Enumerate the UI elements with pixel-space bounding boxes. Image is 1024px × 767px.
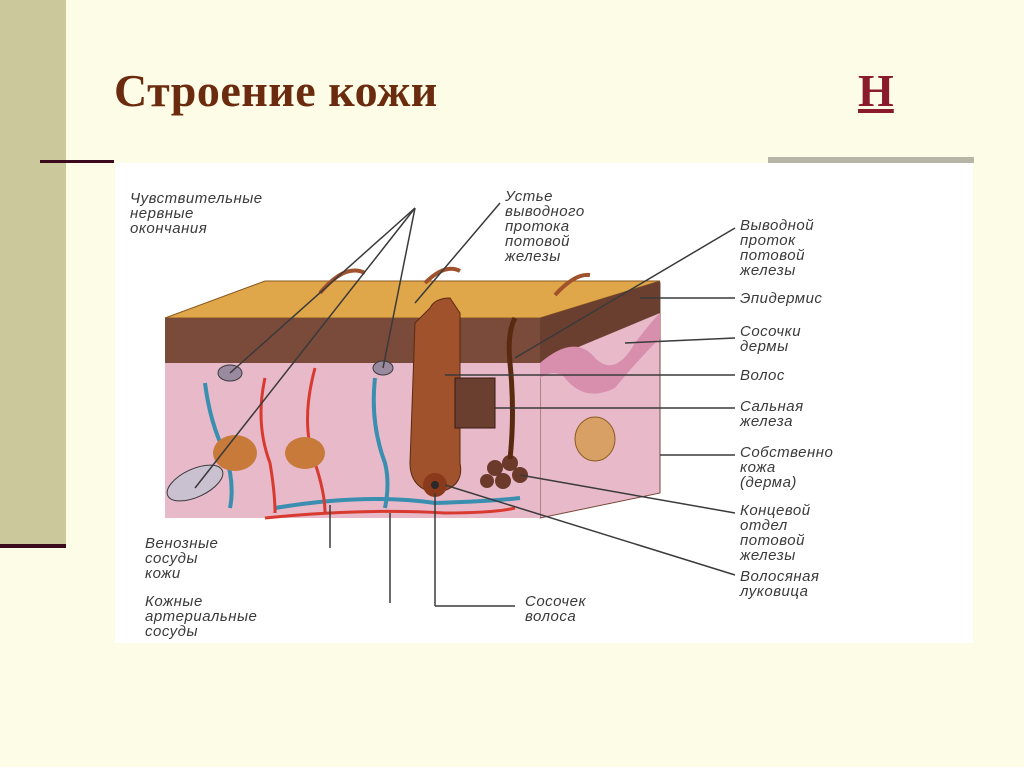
label-sweat-end-3: потовой [740, 532, 805, 549]
label-hair-bulb-2: луковица [739, 583, 808, 600]
label-papillae-2: дермы [740, 338, 789, 355]
fat-lobule-2 [285, 437, 325, 469]
sweat-duct [506, 316, 518, 460]
label-sebaceous-1: Сальная [740, 398, 804, 415]
arterial-vessel-base [264, 506, 516, 520]
label-excretory-duct-2: проток [740, 232, 796, 249]
surface-hair-3 [553, 272, 591, 297]
label-arterial-2: артериальные [145, 608, 257, 625]
leader-lines [194, 202, 736, 607]
label-nerve-endings-3: окончания [130, 220, 207, 237]
nerve-ending-capsule [166, 464, 224, 502]
venous-vessel-base [274, 496, 521, 510]
label-epidermis: Эпидермис [740, 290, 822, 307]
dermis-gland-side [574, 416, 616, 462]
skin-diagram-svg: Чувствительные нервные окончания Венозны… [130, 188, 833, 640]
hair-shaft [409, 297, 462, 494]
label-sebaceous-2: железа [739, 413, 793, 430]
label-dermis-3: (дерма) [740, 474, 797, 491]
label-excretory-duct-3: потовой [740, 247, 805, 264]
label-arterial-1: Кожные [145, 593, 203, 610]
skin-structure-diagram: Чувствительные нервные окончания Венозны… [115, 163, 973, 643]
label-duct-mouth-4: потовой [505, 233, 570, 250]
epidermis-side [540, 281, 660, 363]
label-sweat-end-4: железы [739, 547, 796, 564]
label-hair: Волос [740, 367, 785, 384]
label-dermis-1: Собственно [740, 444, 833, 461]
label-sweat-end-2: отдел [740, 517, 788, 534]
label-venous-3: кожи [145, 565, 181, 582]
title-rule-right [768, 157, 974, 163]
label-papillae-1: Сосочки [740, 323, 801, 340]
label-duct-mouth-3: протока [505, 218, 570, 235]
label-dermis-2: кожа [740, 459, 776, 476]
label-sweat-end-1: Концевой [740, 502, 811, 519]
labels-left: Чувствительные нервные окончания Венозны… [130, 190, 263, 640]
label-duct-mouth-5: железы [504, 248, 561, 265]
label-nerve-endings-1: Чувствительные [130, 190, 263, 207]
slide-title: Строение кожи [114, 65, 438, 116]
label-duct-mouth-1: Устье [504, 188, 553, 205]
slide-nav-link[interactable]: Н [858, 65, 894, 116]
labels-top: Устье выводного протока потовой железы [504, 188, 585, 265]
label-duct-mouth-2: выводного [505, 203, 585, 220]
label-excretory-duct-1: Выводной [740, 217, 814, 234]
label-nerve-endings-2: нервные [130, 205, 194, 222]
hair-papilla [431, 481, 439, 489]
labels-right: Выводной проток потовой железы Эпидермис… [525, 217, 833, 625]
left-accent-rule [0, 544, 66, 548]
label-hair-bulb-1: Волосяная [740, 568, 819, 585]
sebaceous-gland [454, 377, 496, 429]
epidermis-front [165, 318, 540, 363]
dermal-papillae [540, 313, 660, 394]
label-hair-papilla-1: Сосочек [525, 593, 586, 610]
title-rule-left [40, 160, 114, 163]
left-accent-band [0, 0, 66, 548]
label-venous-2: сосуды [145, 550, 198, 567]
label-hair-papilla-2: волоса [525, 608, 576, 625]
fat-lobule [213, 435, 257, 471]
sweat-gland-coil [480, 455, 528, 489]
label-excretory-duct-4: железы [739, 262, 796, 279]
label-venous-1: Венозные [145, 535, 218, 552]
label-arterial-3: сосуды [145, 623, 198, 640]
